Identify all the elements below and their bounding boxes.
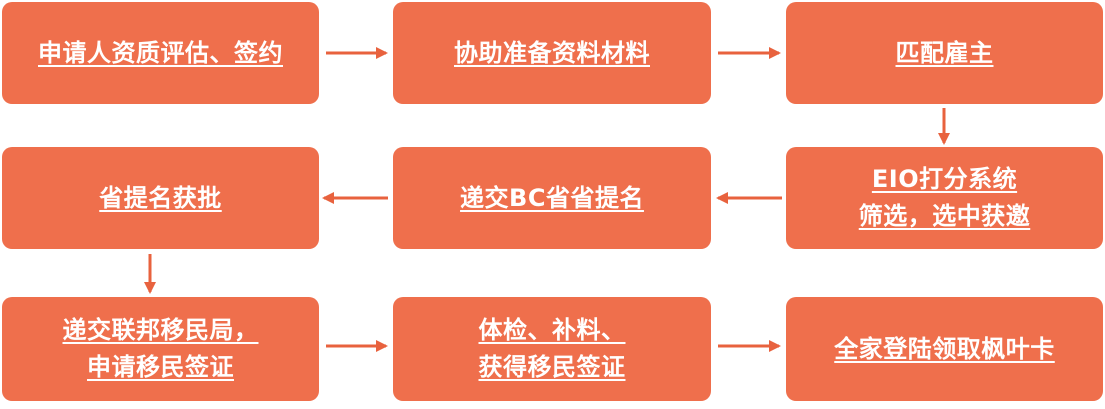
step-label: 递交BC省省提名 [460,183,644,212]
step-label: 全家登陆领取枫叶卡 [834,334,1055,363]
step-match-employer: 匹配雇主 [786,2,1103,104]
step-label: 匹配雇主 [895,38,994,67]
step-submit-bc-pnp: 递交BC省省提名 [393,147,711,249]
step-eoi-scoring: EIO打分系统 筛选，选中获邀 [786,147,1103,249]
step-label: 体检、补料、 获得移民签证 [478,316,626,381]
step-label: 申请人资质评估、签约 [38,38,283,67]
step-prepare-documents: 协助准备资料材料 [393,2,711,104]
step-label: EIO打分系统 筛选，选中获邀 [858,165,1031,230]
step-medical-visa: 体检、补料、 获得移民签证 [393,297,711,401]
step-label: 协助准备资料材料 [454,38,650,67]
step-landing-pr-card: 全家登陆领取枫叶卡 [786,297,1103,401]
step-submit-federal: 递交联邦移民局， 申请移民签证 [2,297,319,401]
step-label: 省提名获批 [99,183,222,212]
step-pnp-approved: 省提名获批 [2,147,319,249]
step-label: 递交联邦移民局， 申请移民签证 [62,316,259,381]
step-qualification-assessment: 申请人资质评估、签约 [2,2,319,104]
